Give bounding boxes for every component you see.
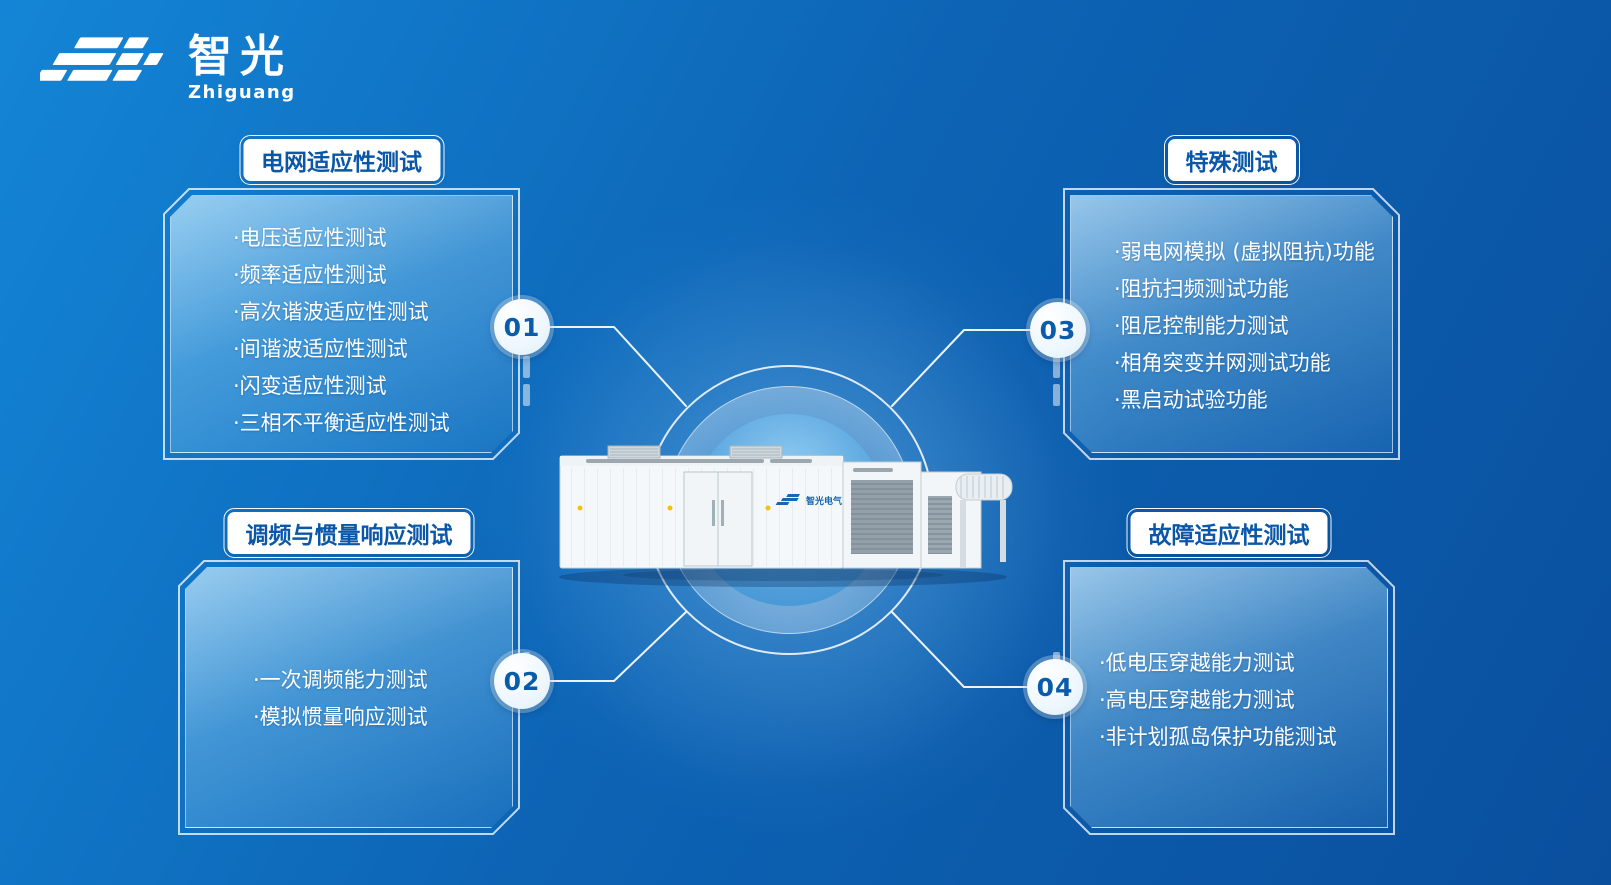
list-item: ·一次调频能力测试 bbox=[253, 668, 428, 692]
list-item: ·三相不平衡适应性测试 bbox=[233, 411, 450, 435]
panel-list: ·电压适应性测试 ·频率适应性测试 ·高次谐波适应性测试 ·间谐波适应性测试 ·… bbox=[233, 220, 512, 442]
list-item: ·频率适应性测试 bbox=[233, 263, 387, 287]
step-badge-04: 04 bbox=[1027, 659, 1083, 715]
panel-title-special-tests: 特殊测试 bbox=[1163, 135, 1300, 185]
transformer-unit bbox=[920, 471, 1013, 569]
brand-logo: 智光 Zhiguang bbox=[40, 31, 296, 104]
panel-body: ·一次调频能力测试 ·模拟惯量响应测试 bbox=[185, 567, 513, 828]
step-badge-01: 01 bbox=[494, 299, 550, 355]
zhiguang-stripes-icon bbox=[40, 37, 164, 81]
panel-special-tests: 特殊测试 ·弱电网模拟 (虚拟阻抗)功能 ·阻抗扫频测试功能 ·阻尼控制能力测试… bbox=[1053, 135, 1400, 460]
list-item: ·间谐波适应性测试 bbox=[233, 337, 408, 361]
panel-frame bbox=[1063, 560, 1395, 835]
list-item: ·模拟惯量响应测试 bbox=[253, 705, 428, 729]
equipment-shadow bbox=[559, 567, 1007, 587]
panel-title-grid-adaptability: 电网适应性测试 bbox=[239, 135, 444, 185]
list-item: ·高电压穿越能力测试 bbox=[1099, 688, 1295, 712]
panel-list: ·一次调频能力测试 ·模拟惯量响应测试 bbox=[253, 662, 512, 736]
panel-frequency-inertia: 调频与惯量响应测试 ·一次调频能力测试 ·模拟惯量响应测试 bbox=[178, 508, 530, 835]
list-item: ·电压适应性测试 bbox=[233, 226, 387, 250]
panel-title-frequency-inertia: 调频与惯量响应测试 bbox=[223, 508, 475, 558]
frame-tab bbox=[523, 384, 530, 406]
brand-name-cn: 智光 bbox=[188, 31, 292, 82]
main-container: 智光电气 bbox=[559, 445, 844, 569]
frame-tab bbox=[1053, 384, 1060, 406]
panel-title-fault-adaptability: 故障适应性测试 bbox=[1126, 508, 1332, 558]
list-item: ·相角突变并网测试功能 bbox=[1114, 351, 1331, 375]
panel-grid-adaptability: 电网适应性测试 ·电压适应性测试 ·频率适应性测试 ·高次谐波适应性测试 ·间谐… bbox=[163, 135, 530, 460]
panel-body: ·电压适应性测试 ·频率适应性测试 ·高次谐波适应性测试 ·间谐波适应性测试 ·… bbox=[170, 195, 513, 453]
step-badge-03: 03 bbox=[1030, 302, 1086, 358]
panel-frame bbox=[163, 188, 520, 460]
list-item: ·高次谐波适应性测试 bbox=[233, 300, 429, 324]
equipment-brand-label: 智光电气 bbox=[806, 495, 842, 507]
equipment-brand: 智光电气 bbox=[775, 494, 842, 507]
containerized-test-equipment-illustration: 智光电气 bbox=[559, 445, 1013, 587]
panel-fault-adaptability: 故障适应性测试 ·低电压穿越能力测试 ·高电压穿越能力测试 ·非计划孤岛保护功能… bbox=[1053, 508, 1395, 835]
panel-frame bbox=[178, 560, 520, 835]
list-item: ·阻尼控制能力测试 bbox=[1114, 314, 1289, 338]
list-item: ·低电压穿越能力测试 bbox=[1099, 651, 1295, 675]
step-badge-02: 02 bbox=[494, 653, 550, 709]
frame-tab bbox=[1053, 356, 1060, 378]
list-item: ·非计划孤岛保护功能测试 bbox=[1099, 725, 1337, 749]
list-item: ·弱电网模拟 (虚拟阻抗)功能 bbox=[1114, 240, 1375, 264]
panel-list: ·弱电网模拟 (虚拟阻抗)功能 ·阻抗扫频测试功能 ·阻尼控制能力测试 ·相角突… bbox=[1114, 234, 1392, 419]
panel-list: ·低电压穿越能力测试 ·高电压穿越能力测试 ·非计划孤岛保护功能测试 bbox=[1099, 645, 1387, 756]
panel-body: ·低电压穿越能力测试 ·高电压穿越能力测试 ·非计划孤岛保护功能测试 bbox=[1070, 567, 1388, 828]
panel-frame bbox=[1063, 188, 1400, 460]
brand-name-en: Zhiguang bbox=[188, 82, 296, 104]
panel-body: ·弱电网模拟 (虚拟阻抗)功能 ·阻抗扫频测试功能 ·阻尼控制能力测试 ·相角突… bbox=[1070, 195, 1393, 453]
list-item: ·黑启动试验功能 bbox=[1114, 388, 1268, 412]
converter-unit bbox=[842, 461, 922, 569]
list-item: ·阻抗扫频测试功能 bbox=[1114, 277, 1289, 301]
list-item: ·闪变适应性测试 bbox=[233, 374, 387, 398]
frame-tab bbox=[523, 356, 530, 378]
